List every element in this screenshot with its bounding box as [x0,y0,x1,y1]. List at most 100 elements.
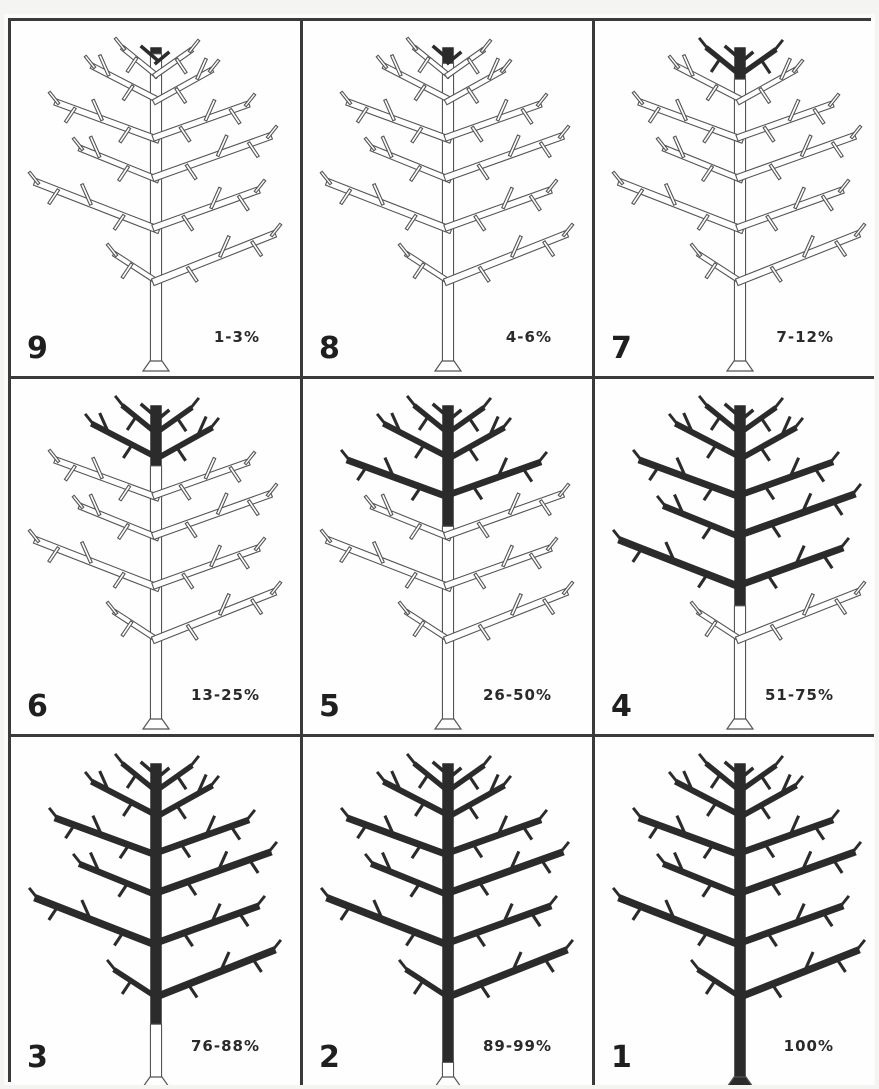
trunk-base [143,719,169,729]
twig [708,445,716,457]
panel-level-4: 4 51-75% [595,379,874,737]
branch [678,425,740,457]
twig-tip [108,603,116,613]
twig-tip [830,95,838,105]
branch [622,183,740,229]
level-number: 8 [319,334,340,364]
twig-tip [658,139,666,149]
branch [374,507,448,537]
twig-tip [502,61,510,71]
twig-tip [560,485,568,495]
tree-illustration [31,389,281,724]
twig-tip [840,181,848,191]
twig-tip [272,225,280,235]
twig-tip [366,139,374,149]
twig-tip [268,485,276,495]
twig [761,60,769,72]
panel-level-7: 7 7-12% [595,21,874,379]
twig-tip [408,39,416,49]
twig-tip [852,127,860,137]
twig-tip [634,809,642,819]
level-number: 4 [611,692,632,722]
twig-tip [366,497,374,507]
twig-tip [322,889,330,899]
twig [124,445,132,457]
branch [330,899,448,945]
twig-tip [400,245,408,255]
twig [712,775,720,787]
twig [124,87,132,99]
twig-tip [268,843,276,853]
panel-level-3: 3 76-88% [11,737,303,1085]
twig-tip [564,583,572,593]
twig-tip [210,419,218,429]
branch [448,235,564,281]
twig-tip [50,93,58,103]
twig-tip [634,93,642,103]
branch [156,137,268,177]
percent-label: 1-3% [214,328,260,346]
twig-tip [190,399,198,409]
tree-illustration [31,747,281,1082]
twig [761,447,769,459]
twig-tip [268,127,276,137]
branch [330,183,448,229]
panel-level-8: 8 4-6% [303,21,595,379]
branch [94,783,156,815]
twig [123,981,131,993]
twig-tip [692,603,700,613]
twig [123,623,131,635]
twig-tip [210,777,218,787]
tree-illustration [615,31,865,366]
twig [416,803,424,815]
twig-tip [670,773,678,783]
trunk-base [143,361,169,371]
tree-illustration [615,389,865,724]
twig-tip [548,181,556,191]
twig [708,87,716,99]
level-number: 2 [319,1043,340,1073]
branch [156,235,272,281]
twig [416,87,424,99]
twig-tip [856,941,864,951]
twig [177,776,185,788]
branch [156,853,268,893]
panel-level-2: 2 89-99% [303,737,595,1085]
tree-illustration [31,31,281,366]
twig-tip [86,57,94,67]
twig [469,805,477,817]
twig-tip [86,773,94,783]
twig-tip [322,531,330,541]
branch [642,819,740,855]
twig [124,803,132,815]
twig-tip [116,397,124,407]
tree-illustration [323,389,573,724]
trunk-base [435,361,461,371]
twig-tip [548,539,556,549]
branch [622,541,740,587]
branch [666,865,740,895]
twig-tip [840,897,848,907]
twig-tip [794,61,802,71]
twig-tip [246,95,254,105]
branch [82,507,156,537]
twig-tip [378,773,386,783]
twig-tip [502,419,510,429]
branch [642,461,740,497]
twig-tip [502,777,510,787]
twig-tip [700,755,708,765]
twig-tip [852,843,860,853]
twig-tip [482,399,490,409]
twig-tip [856,225,864,235]
percent-label: 13-25% [191,686,260,704]
twig [420,59,428,71]
twig [469,447,477,459]
percent-label: 100% [784,1037,834,1055]
branch [448,907,548,943]
branch [350,819,448,855]
branch [38,183,156,229]
tree-illustration [615,747,865,1082]
branch [386,783,448,815]
twig-tip [774,399,782,409]
twig [177,447,185,459]
